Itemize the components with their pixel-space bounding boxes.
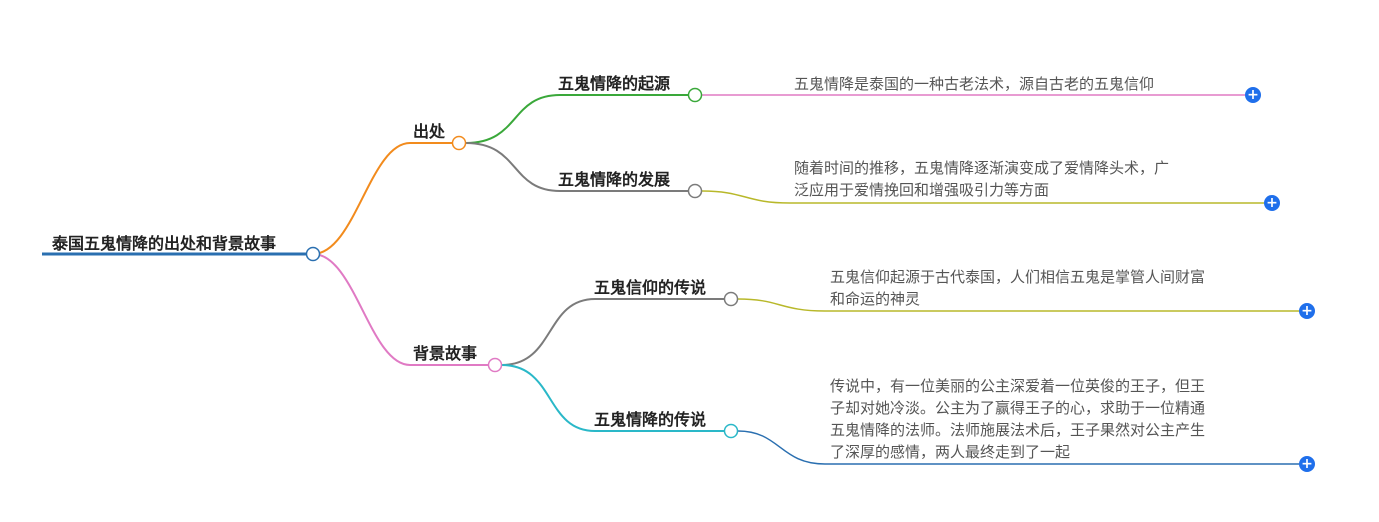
expand-plus-icon[interactable]: + [1299, 456, 1315, 472]
child3-node-dot[interactable] [723, 291, 739, 307]
leaf-belief-text: 五鬼信仰起源于古代泰国，人们相信五鬼是掌管人间财富 和命运的神灵 [830, 266, 1300, 310]
branch-topic-background[interactable]: 背景故事 [413, 344, 478, 363]
connector-leaf2 [701, 190, 1264, 204]
connector-leaf4 [737, 430, 1299, 465]
branch-topic-source[interactable]: 出处 [413, 122, 446, 141]
leaf-line: 随着时间的推移，五鬼情降逐渐演变成了爱情降头术，广 [794, 159, 1170, 177]
subtopic-charm-legend[interactable]: 五鬼情降的传说 [594, 410, 707, 429]
leaf-line: 和命运的神灵 [830, 290, 921, 308]
leaf-line: 五鬼情降的法师。法师施展法术后，王子果然对公主产生 [830, 421, 1206, 439]
expand-plus-icon[interactable]: + [1299, 303, 1315, 319]
child1-node-dot[interactable] [687, 87, 703, 103]
leaf-line: 子却对她冷淡。公主为了赢得王子的心，求助于一位精通 [830, 399, 1206, 417]
leaf-line: 五鬼情降是泰国的一种古老法术，源自古老的五鬼信仰 [794, 75, 1155, 93]
leaf-line: 泛应用于爱情挽回和增强吸引力等方面 [794, 181, 1050, 199]
leaf-line: 五鬼信仰起源于古代泰国，人们相信五鬼是掌管人间财富 [830, 268, 1206, 286]
leaf-development-text: 随着时间的推移，五鬼情降逐渐演变成了爱情降头术，广 泛应用于爱情挽回和增强吸引力… [794, 157, 1264, 201]
root-topic[interactable]: 泰国五鬼情降的出处和背景故事 [52, 234, 277, 253]
branch1-node-dot[interactable] [451, 135, 467, 151]
subtopic-belief-legend[interactable]: 五鬼信仰的传说 [594, 278, 707, 297]
subtopic-development[interactable]: 五鬼情降的发展 [558, 170, 671, 189]
connector-leaf3 [737, 298, 1299, 312]
branch2-node-dot[interactable] [487, 357, 503, 373]
connector-branch1-child1 [465, 94, 688, 144]
leaf-charm-legend-text: 传说中，有一位美丽的公主深爱着一位英俊的王子，但王 子却对她冷淡。公主为了赢得王… [830, 375, 1300, 463]
connector-branch1-child2 [465, 142, 688, 192]
expand-plus-icon[interactable]: + [1264, 195, 1280, 211]
expand-plus-icon[interactable]: + [1245, 87, 1261, 103]
root-node-dot[interactable] [305, 246, 321, 262]
connector-branch2-child2 [501, 364, 724, 432]
leaf-line: 了深厚的感情，两人最终走到了一起 [830, 443, 1071, 461]
child2-node-dot[interactable] [687, 183, 703, 199]
connector-root-branch1 [312, 142, 452, 255]
connector-root-branch2 [312, 253, 488, 366]
leaf-origin-text: 五鬼情降是泰国的一种古老法术，源自古老的五鬼信仰 [794, 73, 1254, 95]
child4-node-dot[interactable] [723, 423, 739, 439]
connector-branch2-child1 [501, 298, 724, 366]
leaf-line: 传说中，有一位美丽的公主深爱着一位英俊的王子，但王 [830, 377, 1206, 395]
subtopic-origin[interactable]: 五鬼情降的起源 [558, 74, 671, 93]
